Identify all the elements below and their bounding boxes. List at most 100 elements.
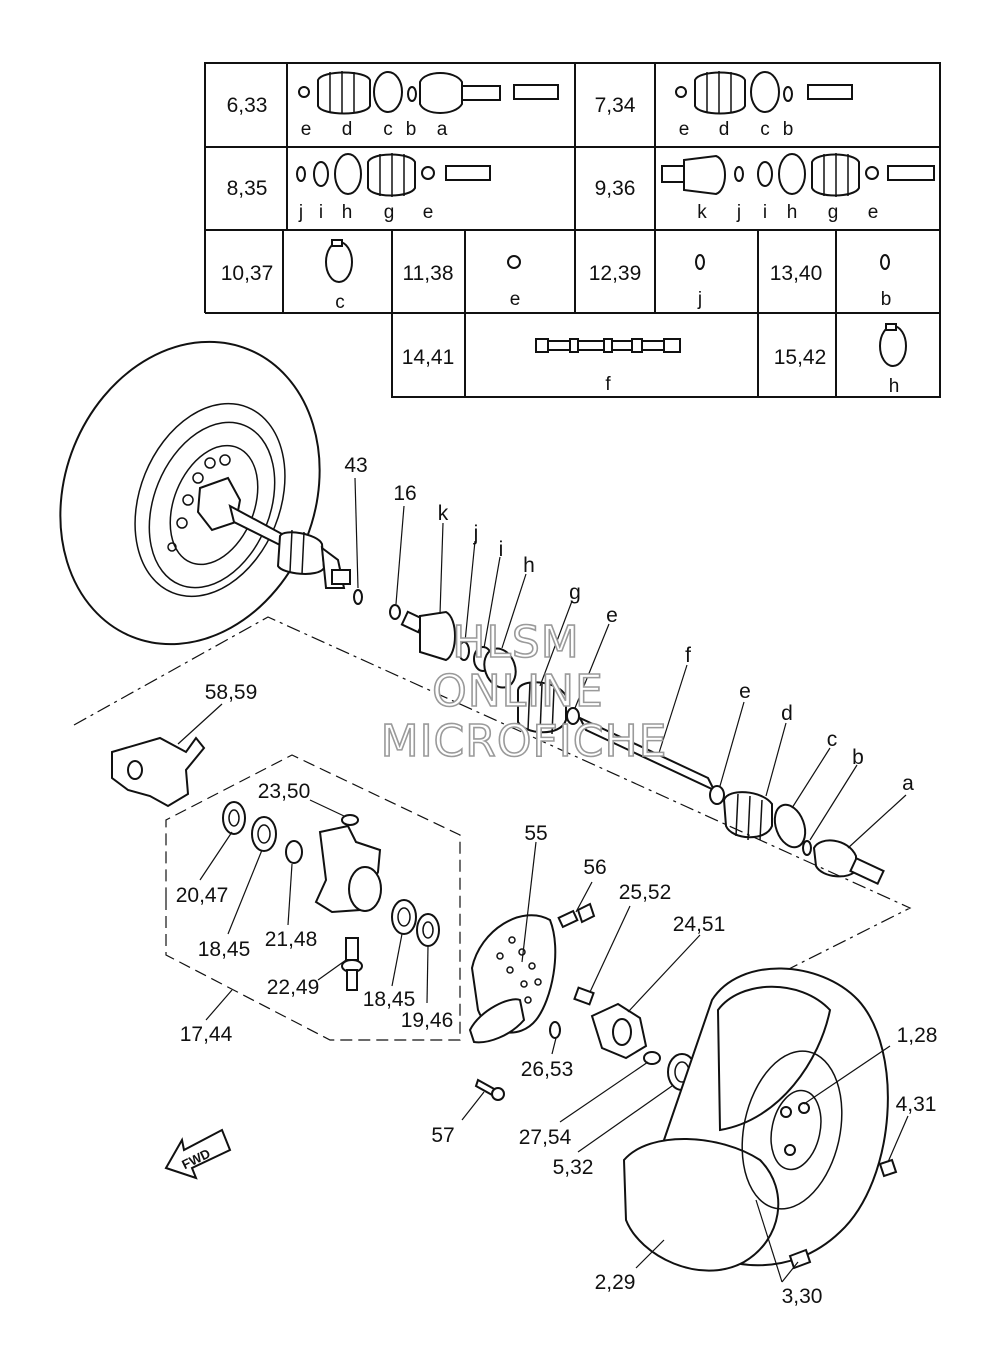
circlip-icon [695, 254, 705, 270]
kit-letter: g [384, 202, 395, 223]
callout-4-31: 4,31 [896, 1093, 937, 1116]
callout-22-49: 22,49 [267, 976, 320, 999]
cv-shaft-chain [353, 589, 885, 886]
callout-17-44: 17,44 [180, 1023, 233, 1046]
circlip-43 [353, 589, 363, 605]
callout-c: c [827, 728, 838, 751]
callout-55: 55 [524, 822, 547, 845]
kit-letter: f [605, 374, 611, 395]
callout-k: k [438, 502, 449, 525]
callout-24-51: 24,51 [673, 913, 726, 936]
kit-letter: d [719, 119, 730, 140]
kit-ref-13-40: 13,40 [770, 262, 823, 285]
kit-letter: b [406, 119, 417, 140]
callout-21-48: 21,48 [265, 928, 318, 951]
kit-table: 6,33 e d c b a 7,34 e d c b [204, 62, 941, 398]
seal-19 [416, 913, 440, 947]
callout-26-53: 26,53 [521, 1058, 574, 1081]
ball-joint-22 [345, 937, 359, 961]
brake-disc-55 [468, 914, 557, 1044]
callout-h: h [523, 554, 535, 577]
kit-letter: b [783, 119, 794, 140]
kit-letter: j [736, 202, 741, 223]
cv-joint-kit-7-34-icons [675, 71, 853, 115]
callout-58-59: 58,59 [205, 681, 258, 704]
kit-ref-9-36: 9,36 [595, 177, 636, 200]
callout-i: i [499, 538, 504, 561]
cv-joint-kit-8-35-icons [296, 153, 491, 197]
kit-ref-14-41: 14,41 [402, 346, 455, 369]
kit-letter: g [828, 202, 839, 223]
callout-e: e [739, 680, 751, 703]
callout-43: 43 [344, 454, 367, 477]
callout-23-50: 23,50 [258, 780, 311, 803]
leader-lines [177, 477, 909, 1283]
drive-shaft-icon [535, 338, 681, 353]
callout-57: 57 [431, 1124, 454, 1147]
kit-letter: d [342, 119, 353, 140]
wheel-assembly-top-left [59, 340, 351, 646]
nut-25 [573, 986, 595, 1006]
small-clamp-icon [507, 255, 521, 269]
bolt-56 [557, 902, 596, 929]
callout-56: 56 [583, 856, 606, 879]
kit-letter: b [881, 289, 892, 310]
kit-letter: e [679, 119, 690, 140]
circlip-16 [389, 604, 401, 620]
kit-letter: i [319, 202, 323, 223]
callout-16: 16 [393, 482, 416, 505]
callout-e: e [606, 604, 618, 627]
kit-letter: j [697, 289, 702, 310]
kit-letter: e [301, 119, 312, 140]
bearing-18b [391, 899, 417, 935]
forward-direction-arrow: FWD [164, 1128, 232, 1180]
cv-joint-kit-6-33-icons [298, 71, 559, 115]
kit-letter: k [697, 202, 707, 223]
callout-j: j [473, 522, 479, 545]
kit-letter: h [787, 202, 798, 223]
callout-5-32: 5,32 [553, 1156, 594, 1179]
kit-letter: c [383, 119, 393, 140]
wheel-hub-24 [590, 1002, 697, 1091]
watermark-line: HLSM [452, 617, 580, 668]
cv-joint-kit-9-36-icons [661, 153, 935, 197]
kit-ref-15-42: 15,42 [774, 346, 827, 369]
callout-d: d [781, 702, 793, 725]
kit-letter: e [510, 289, 521, 310]
kit-ref-7-34: 7,34 [595, 94, 636, 117]
circlip-23 [341, 814, 359, 826]
callout-f: f [685, 644, 691, 667]
kit-letter: e [868, 202, 879, 223]
callout-18-45: 18,45 [198, 938, 251, 961]
callout-19-46: 19,46 [401, 1009, 454, 1032]
callout-labels: 43 16 k j i h g e f e d c b a 58,59 23,5… [176, 454, 938, 1308]
bracket-58 [111, 736, 206, 808]
callout-25-52: 25,52 [619, 881, 672, 904]
kit-letter: h [342, 202, 353, 223]
collar-21 [285, 840, 303, 864]
nut-27 [643, 1051, 661, 1065]
inner-joint-k [419, 610, 456, 662]
kit-letter: i [763, 202, 767, 223]
watermark-line: ONLINE [432, 666, 604, 717]
bearing-18 [251, 816, 277, 852]
callout-a: a [902, 772, 914, 795]
callout-3-30: 3,30 [782, 1285, 823, 1308]
callout-b: b [852, 746, 864, 769]
kit-ref-10-37: 10,37 [221, 262, 274, 285]
callout-1-28: 1,28 [897, 1024, 938, 1047]
watermark: HLSM ONLINE MICROFICHE [380, 616, 668, 768]
callout-27-54: 27,54 [519, 1126, 572, 1149]
snap-ring-icon [880, 254, 890, 270]
watermark-line: MICROFICHE [381, 716, 668, 767]
nut-4 [878, 1158, 898, 1178]
kit-letter: c [760, 119, 770, 140]
callout-g: g [569, 581, 581, 604]
callout-20-47: 20,47 [176, 884, 229, 907]
kit-letter: h [889, 376, 900, 397]
callout-18-45: 18,45 [363, 988, 416, 1011]
knuckle-assembly [111, 736, 440, 991]
callout-2-29: 2,29 [595, 1271, 636, 1294]
